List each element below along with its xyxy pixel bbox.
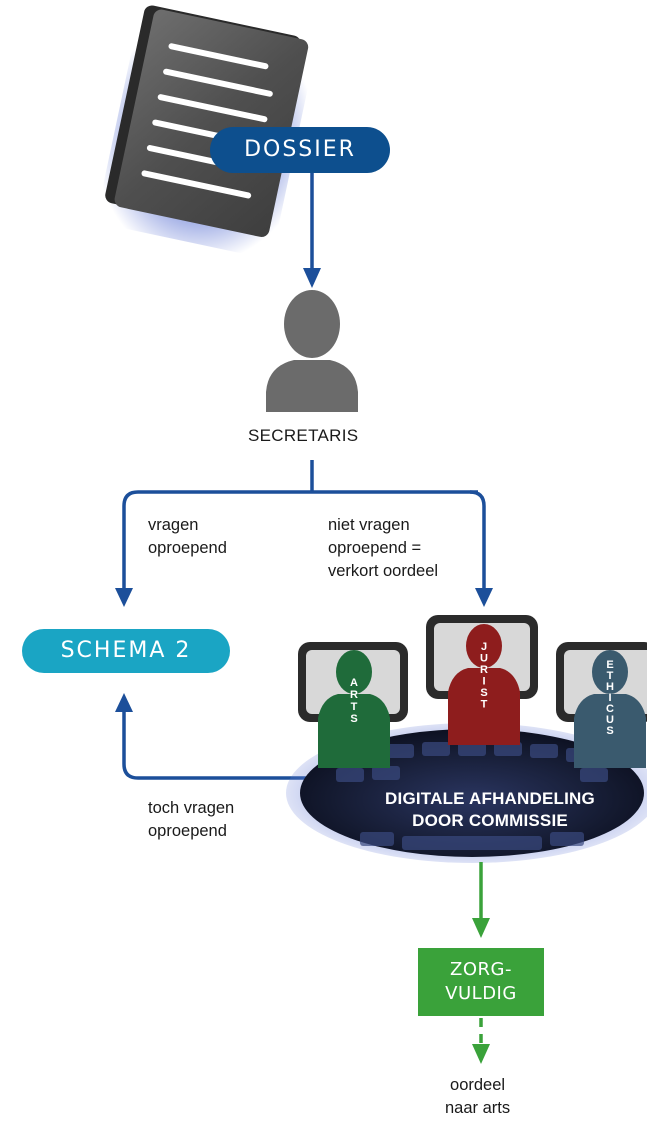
arrowhead-oordeel xyxy=(472,1044,490,1064)
arrowhead-secretaris xyxy=(303,268,321,288)
arrowhead-commissie xyxy=(475,588,493,607)
jurist-person-icon xyxy=(448,624,520,745)
dossier-label: DOSSIER xyxy=(210,127,390,173)
branch-right-label: niet vragen oproepend = verkort oordeel xyxy=(328,516,439,580)
secretaris-label: SECRETARIS xyxy=(248,426,359,445)
commissie-label: DIGITALE AFHANDELING DOOR COMMISSIE xyxy=(385,789,595,830)
dossier-document-icon xyxy=(97,5,314,258)
ethicus-person-icon xyxy=(574,650,646,768)
arrowhead-schema xyxy=(115,588,133,607)
arrow-toch-vragen xyxy=(122,710,310,780)
oordeel-label: oordeel naar arts xyxy=(445,1076,511,1117)
arrowhead-zorgvuldig xyxy=(472,918,490,938)
arrowhead-up-schema xyxy=(115,693,133,712)
secretaris-person-icon xyxy=(266,290,358,412)
zorgvuldig-label: ZORG- VULDIG xyxy=(418,948,544,1016)
arts-person-icon xyxy=(318,650,390,768)
branch-lines xyxy=(122,460,486,590)
schema-2-label: SCHEMA 2 xyxy=(22,629,230,673)
toch-vragen-label: toch vragen oproepend xyxy=(148,799,235,840)
branch-left-label: vragen oproepend xyxy=(148,516,227,557)
